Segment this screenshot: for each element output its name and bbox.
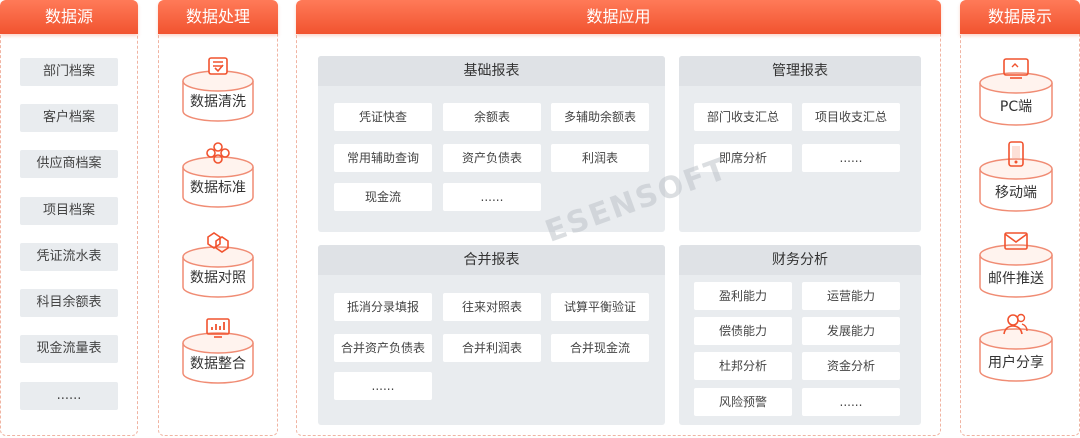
source-item[interactable]: ...... [20,382,118,410]
display-label: 邮件推送 [988,271,1044,287]
stage-standard[interactable]: 数据标准 [182,139,254,211]
report-item[interactable]: 常用辅助查询 [334,144,432,172]
panel-management-reports: 管理报表 部门收支汇总 项目收支汇总 即席分析 ...... [679,56,921,232]
report-item[interactable]: 项目收支汇总 [802,103,900,131]
report-item[interactable]: 风险预警 [694,388,792,416]
report-item[interactable]: 资产负债表 [443,144,541,172]
report-item[interactable]: 运营能力 [802,282,900,310]
report-item[interactable]: 抵消分录填报 [334,293,432,321]
data-processing-column: 数据处理 数据清洗 数据标准 [158,0,278,436]
source-item[interactable]: 部门档案 [20,58,118,86]
data-application-header: 数据应用 [296,0,941,34]
display-label: PC端 [999,99,1033,115]
report-item[interactable]: 部门收支汇总 [694,103,792,131]
data-display-column: 数据展示 PC端 移动端 [960,0,1080,436]
report-item[interactable]: 杜邦分析 [694,352,792,380]
panel-title: 基础报表 [318,56,665,86]
report-item[interactable]: 盈利能力 [694,282,792,310]
source-item[interactable]: 客户档案 [20,104,118,132]
source-item[interactable]: 项目档案 [20,197,118,225]
report-item[interactable]: ...... [334,372,432,400]
display-label: 移动端 [995,185,1037,201]
panel-basic-reports: 基础报表 凭证快查 余额表 多辅助余额表 常用辅助查询 资产负债表 利润表 现金… [318,56,665,232]
stage-compare[interactable]: 数据对照 [182,229,254,301]
report-item[interactable]: 合并资产负债表 [334,334,432,362]
pc-icon [1003,58,1029,79]
report-item[interactable]: 资金分析 [802,352,900,380]
data-source-header: 数据源 [0,0,138,34]
source-item[interactable]: 凭证流水表 [20,243,118,271]
panel-title: 财务分析 [679,245,921,275]
report-item[interactable]: 多辅助余额表 [551,103,649,131]
compare-icon [207,232,229,253]
display-pc[interactable]: PC端 [978,55,1054,129]
clean-icon [208,57,228,75]
source-item[interactable]: 供应商档案 [20,150,118,178]
report-item[interactable]: 试算平衡验证 [551,293,649,321]
mobile-icon [1008,141,1024,167]
report-item[interactable]: ...... [802,144,900,172]
report-item[interactable]: 利润表 [551,144,649,172]
report-item[interactable]: ...... [443,183,541,211]
panel-title: 管理报表 [679,56,921,86]
data-application-column: 数据应用 基础报表 凭证快查 余额表 多辅助余额表 常用辅助查询 资产负债表 利… [296,0,941,436]
display-user-share[interactable]: 用户分享 [978,311,1054,385]
stage-label: 数据清洗 [190,94,246,110]
report-item[interactable]: ...... [802,388,900,416]
display-mobile[interactable]: 移动端 [978,141,1054,215]
report-item[interactable]: 偿债能力 [694,317,792,345]
report-item[interactable]: 即席分析 [694,144,792,172]
report-item[interactable]: 余额表 [443,103,541,131]
display-label: 用户分享 [988,355,1044,371]
stage-integrate[interactable]: 数据整合 [182,315,254,387]
panel-financial-analysis: 财务分析 盈利能力 运营能力 偿债能力 发展能力 杜邦分析 资金分析 风险预警 … [679,245,921,425]
user-share-icon [1003,313,1028,335]
display-mail[interactable]: 邮件推送 [978,227,1054,301]
source-item[interactable]: 现金流量表 [20,335,118,363]
stage-label: 数据整合 [190,356,246,372]
integrate-icon [206,318,230,338]
panel-consolidated-reports: 合并报表 抵消分录填报 往来对照表 试算平衡验证 合并资产负债表 合并利润表 合… [318,245,665,425]
stage-label: 数据对照 [190,270,246,286]
report-item[interactable]: 往来对照表 [443,293,541,321]
report-item[interactable]: 合并利润表 [443,334,541,362]
standard-icon [206,142,230,164]
report-item[interactable]: 发展能力 [802,317,900,345]
data-display-header: 数据展示 [960,0,1080,34]
report-item[interactable]: 合并现金流 [551,334,649,362]
mail-icon [1004,232,1028,250]
data-processing-header: 数据处理 [158,0,278,34]
data-source-column: 数据源 部门档案 客户档案 供应商档案 项目档案 凭证流水表 科目余额表 现金流… [0,0,138,436]
report-item[interactable]: 现金流 [334,183,432,211]
report-item[interactable]: 凭证快查 [334,103,432,131]
stage-clean[interactable]: 数据清洗 [182,53,254,125]
stage-label: 数据标准 [190,180,246,196]
source-item[interactable]: 科目余额表 [20,289,118,317]
panel-title: 合并报表 [318,245,665,275]
